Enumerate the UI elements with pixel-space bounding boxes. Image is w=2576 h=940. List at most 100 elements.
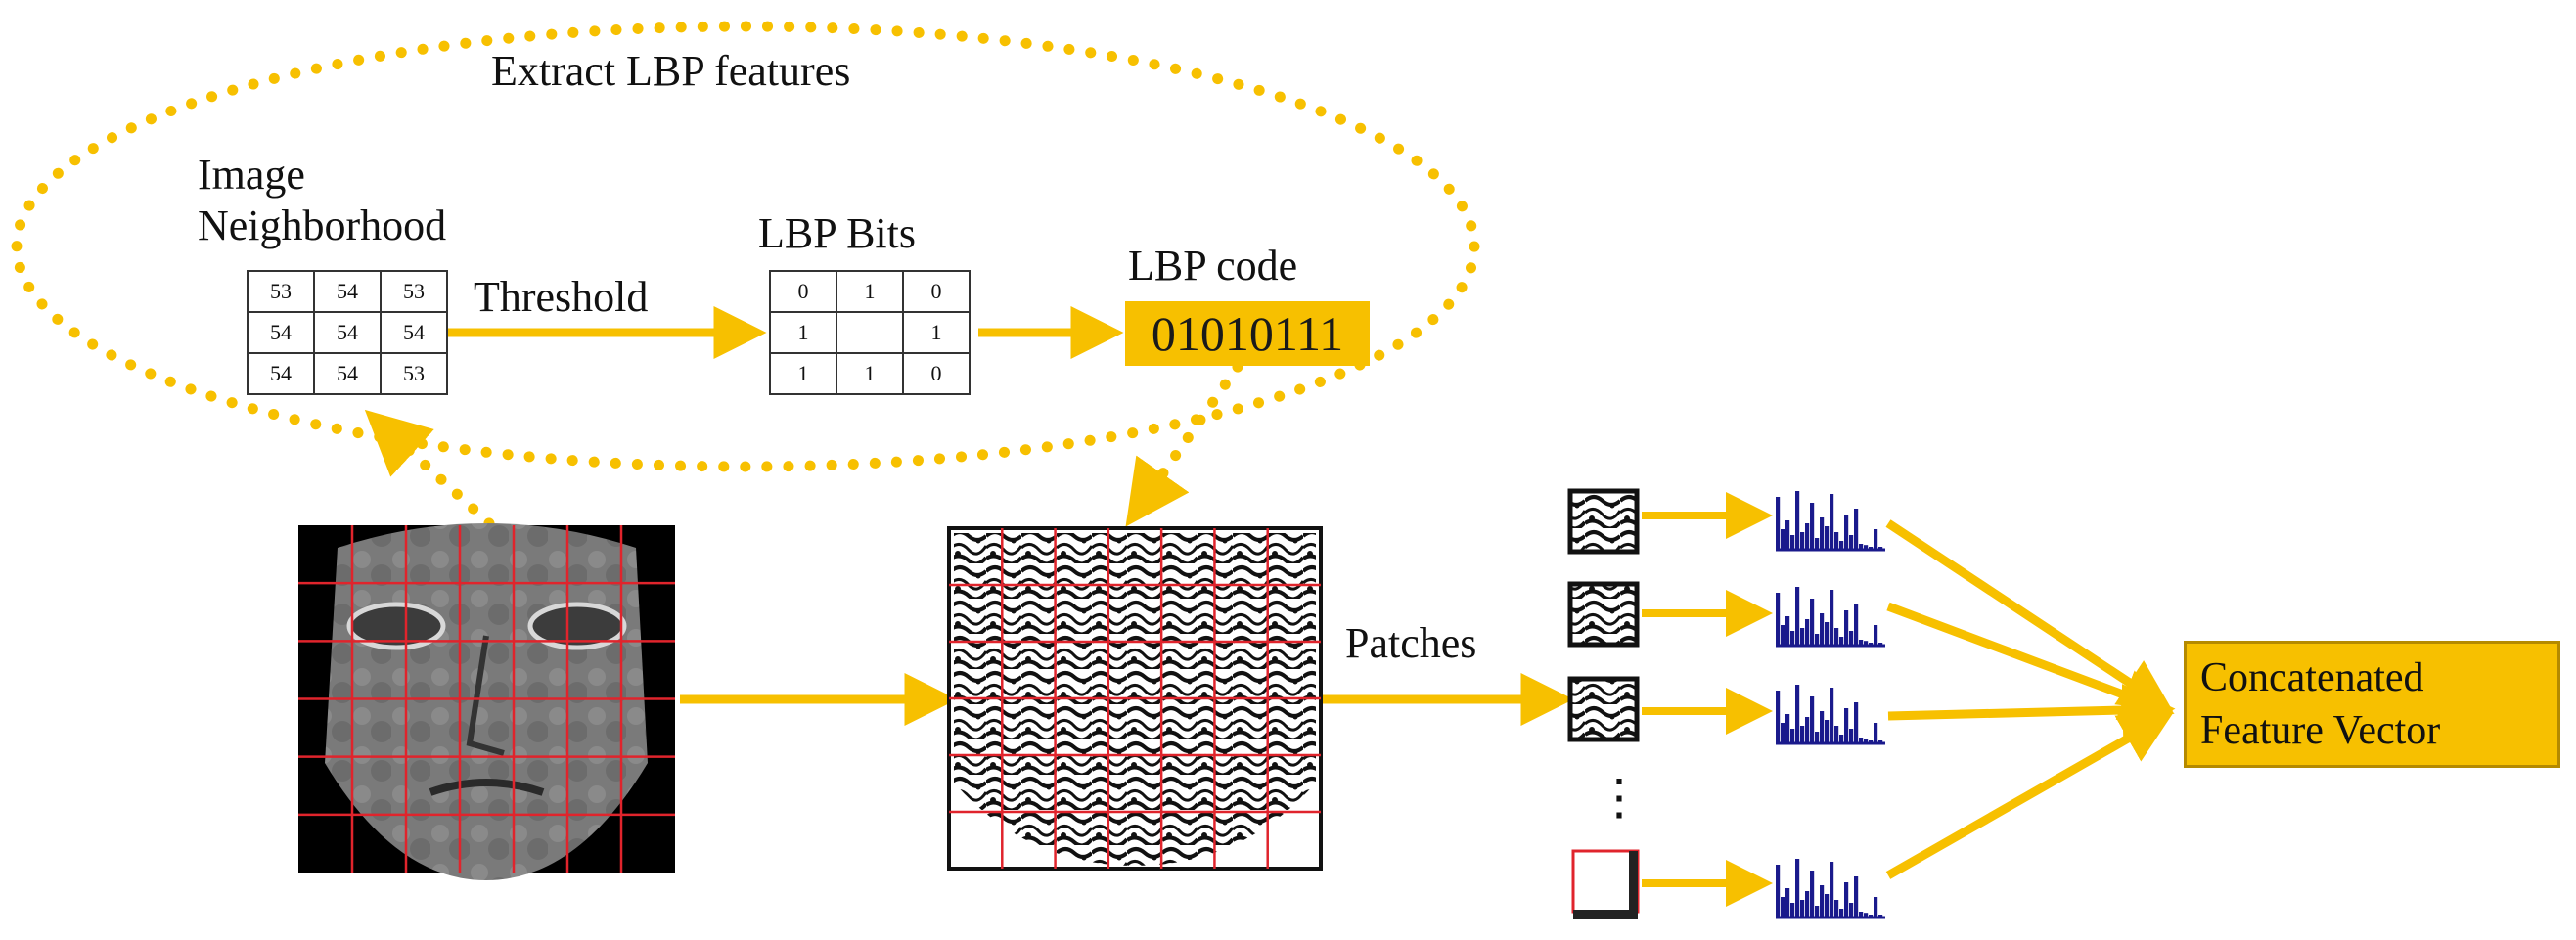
- lbp-code-label: LBP code: [1128, 242, 1298, 290]
- histogram-bar: [1800, 628, 1805, 646]
- histogram-bar: [1795, 491, 1800, 550]
- histogram-bar: [1869, 547, 1874, 550]
- lbp-bit-cell: 1: [836, 270, 904, 313]
- histogram-bar: [1844, 708, 1849, 743]
- histogram-bar: [1800, 726, 1805, 743]
- histogram-bar: [1781, 897, 1785, 918]
- histogram-bar: [1800, 900, 1805, 918]
- histogram-bar: [1825, 622, 1830, 646]
- lbp-bit-cell: 1: [836, 352, 904, 395]
- neighborhood-cell: 53: [380, 352, 448, 395]
- histogram-bar: [1859, 738, 1864, 743]
- neighborhood-cell: 54: [380, 311, 448, 354]
- histogram-bar: [1825, 720, 1830, 743]
- histogram-bar: [1864, 739, 1869, 743]
- histogram-bar: [1815, 538, 1820, 550]
- histogram-bar: [1820, 711, 1825, 743]
- histogram-bar: [1810, 871, 1815, 918]
- patch-thumbnail: [1567, 488, 1640, 555]
- patch-thumbnail: [1567, 676, 1640, 742]
- histogram-bar: [1830, 862, 1834, 918]
- face-to-neighborhood-dotted-arrow: [364, 409, 495, 529]
- lbp-bit-cell: 1: [902, 311, 971, 354]
- histogram-bar: [1820, 517, 1825, 550]
- histogram-bar: [1869, 740, 1874, 743]
- histogram-bar: [1785, 616, 1790, 646]
- histogram-bar: [1810, 503, 1815, 550]
- histogram-icon: [1776, 685, 1885, 745]
- histogram-bar: [1820, 885, 1825, 918]
- extract-features-ellipse: [11, 21, 1480, 472]
- lbp-code-value: 01010111: [1125, 301, 1370, 366]
- histogram-bar: [1834, 532, 1839, 550]
- histogram-icon: [1776, 859, 1885, 919]
- hist-to-vector-arrow: [1887, 684, 2176, 738]
- histogram-bar: [1874, 723, 1878, 743]
- patch-thumbnail: [1571, 849, 1640, 919]
- histogram-bar: [1878, 643, 1883, 646]
- hist-to-vector-arrow: [1886, 602, 2175, 721]
- face-grid-lines: [298, 525, 675, 873]
- lbp-bit-cell: 1: [769, 311, 837, 354]
- histogram-bar: [1785, 888, 1790, 918]
- histogram-bar: [1790, 903, 1795, 918]
- histogram-bar: [1864, 913, 1869, 918]
- histogram-bar: [1844, 882, 1849, 918]
- histogram-bar: [1878, 547, 1883, 550]
- histogram-bar: [1859, 912, 1864, 918]
- histogram-bar: [1795, 587, 1800, 646]
- histogram-bar: [1864, 641, 1869, 646]
- histogram-bar: [1810, 696, 1815, 743]
- neighborhood-cell: 54: [247, 311, 315, 354]
- histogram-bar: [1795, 685, 1800, 743]
- histogram-bar: [1834, 628, 1839, 646]
- histogram-bar: [1815, 906, 1820, 918]
- histogram-bar: [1805, 619, 1810, 646]
- patch-thumbnail: [1567, 581, 1640, 648]
- lbp-bit-cell: [836, 311, 904, 354]
- histogram-bar: [1815, 634, 1820, 646]
- lbp-bits-label: LBP Bits: [758, 209, 916, 257]
- extract-features-label: Extract LBP features: [491, 47, 851, 95]
- neighborhood-label-line2: Neighborhood: [198, 201, 447, 249]
- threshold-label: Threshold: [474, 273, 649, 321]
- histogram-bar: [1815, 732, 1820, 743]
- feature-vector-line2: Feature Vector: [2200, 708, 2441, 753]
- histogram-bar: [1790, 631, 1795, 646]
- histogram-bar: [1849, 535, 1854, 550]
- lbp-bit-cell: 0: [902, 270, 971, 313]
- neighborhood-cell: 54: [247, 352, 315, 395]
- histogram-bar: [1781, 723, 1785, 743]
- histogram-bar: [1781, 529, 1785, 550]
- histogram-bar: [1854, 509, 1859, 550]
- neighborhood-cell: 54: [313, 352, 382, 395]
- histogram-bar: [1781, 625, 1785, 646]
- histogram-bar: [1874, 897, 1878, 918]
- histogram-icon: [1776, 587, 1885, 648]
- histogram-bar: [1844, 610, 1849, 646]
- histogram-bar: [1830, 590, 1834, 646]
- lbp-bit-cell: 1: [769, 352, 837, 395]
- neighborhood-cell: 53: [380, 270, 448, 313]
- histogram-bar: [1869, 915, 1874, 918]
- histogram-bar: [1839, 909, 1844, 918]
- histogram-bar: [1859, 640, 1864, 646]
- histogram-bar: [1834, 900, 1839, 918]
- histogram-bar: [1864, 545, 1869, 550]
- histogram-bar: [1785, 714, 1790, 743]
- histogram-bar: [1869, 643, 1874, 646]
- histogram-bar: [1776, 497, 1781, 550]
- lbp-grid-lines: [949, 528, 1321, 869]
- feature-vector-box: Concatenated Feature Vector: [2184, 641, 2560, 768]
- feature-vector-line1: Concatenated: [2200, 655, 2424, 700]
- patches-label: Patches: [1345, 619, 1477, 667]
- histogram-bar: [1776, 593, 1781, 646]
- histogram-bar: [1810, 599, 1815, 646]
- neighborhood-label-line1: Image: [198, 151, 305, 199]
- histogram-bar: [1839, 637, 1844, 646]
- histogram-bar: [1878, 915, 1883, 918]
- histogram-bar: [1849, 903, 1854, 918]
- lbp-bit-cell: 0: [769, 270, 837, 313]
